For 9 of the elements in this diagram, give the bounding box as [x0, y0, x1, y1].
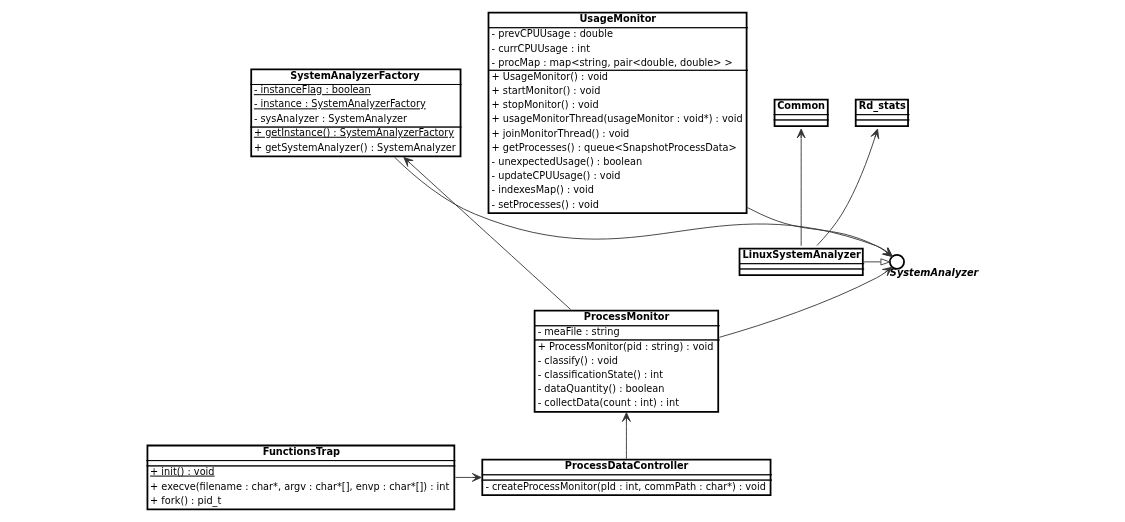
arrow [621, 412, 631, 460]
arrow [863, 258, 890, 266]
arrow [454, 473, 482, 482]
arrow [402, 157, 571, 310]
arrow [816, 128, 879, 246]
node-label: SystemAnalyzer [889, 266, 978, 278]
node-circle [888, 253, 905, 270]
arrow [718, 266, 892, 338]
arrow [796, 128, 806, 247]
